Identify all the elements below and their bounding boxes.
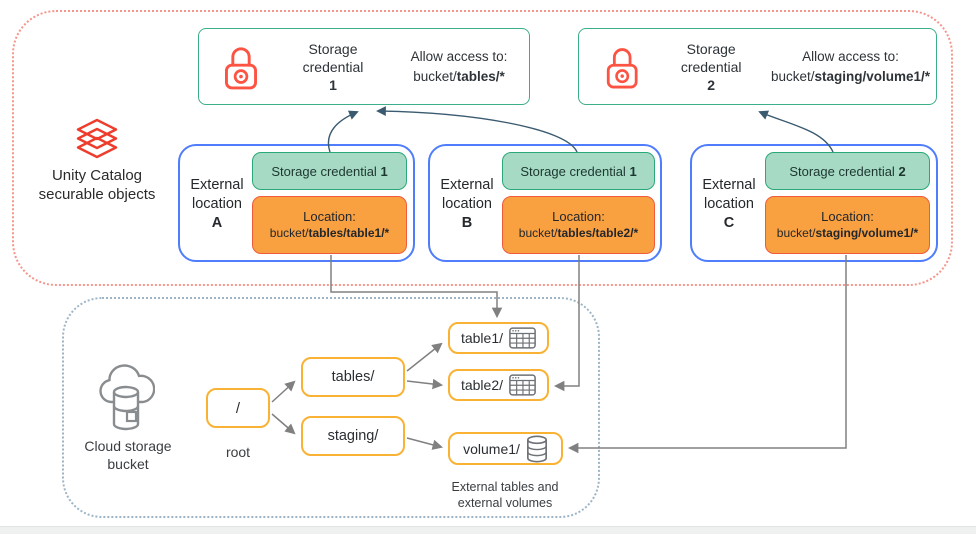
credential-chip-label: Storage credential (789, 163, 895, 179)
unity-catalog-label: Unity Catalog securable objects (17, 166, 177, 204)
caption-line2: external volumes (457, 496, 553, 510)
lock-icon (606, 47, 638, 88)
volume-icon (526, 435, 547, 462)
location-chip-label: Location: (303, 209, 356, 224)
location-chip-path: bucket/tables/table2/* (518, 226, 639, 240)
storage-credential-1-card: Storage credential 1 Allow access to: bu… (198, 28, 530, 105)
credential-number: 1 (329, 76, 337, 93)
credential-title-line2: credential (680, 58, 742, 75)
external-location-b-label: External location B (434, 176, 500, 233)
caption-line1: External tables and (451, 480, 559, 494)
root-node-text: / (235, 399, 241, 417)
credential-chip-label: Storage credential (271, 163, 377, 179)
table2-node: table2/ (448, 369, 549, 401)
volume1-text: volume1/ (463, 440, 520, 457)
tables-folder-node: tables/ (301, 357, 405, 397)
storage-credential-2-card: Storage credential 2 Allow access to: bu… (578, 28, 937, 105)
volume1-node: volume1/ (448, 432, 563, 465)
cloud-storage-label-line2: bucket (107, 456, 149, 472)
location-label-line1: External (190, 177, 244, 193)
table2-text: table2/ (460, 377, 504, 393)
cloud-storage-label: Cloud storage bucket (53, 437, 203, 473)
allow-access-path: bucket/staging/volume1/* (770, 68, 930, 84)
location-label-line1: External (440, 177, 494, 193)
location-chip-b: Location: bucket/tables/table2/* (502, 196, 655, 254)
credential-chip-number: 2 (898, 163, 906, 179)
unity-catalog-icon (73, 117, 121, 163)
storage-credential-title: Storage credential 2 (657, 40, 765, 94)
allow-access-text: Allow access to: bucket/tables/* (389, 47, 529, 87)
table1-text: table1/ (460, 330, 504, 346)
credential-chip-number: 1 (380, 163, 388, 179)
external-objects-caption: External tables and external volumes (420, 479, 590, 511)
credential-chip-label: Storage credential (520, 163, 626, 179)
table-icon (509, 374, 536, 396)
root-node: / (206, 388, 270, 428)
external-location-a-label: External location A (184, 176, 250, 233)
lock-icon (225, 46, 257, 89)
footer-strip (0, 526, 976, 534)
location-label-line2: location (704, 196, 754, 212)
location-label-line2: location (442, 196, 492, 212)
location-label-line1: External (702, 177, 756, 193)
allow-access-label: Allow access to: (410, 48, 508, 64)
credential-number: 2 (707, 76, 716, 93)
location-letter: B (461, 215, 473, 231)
credential-chip-number: 1 (629, 163, 637, 179)
storage-credential-title: Storage credential 1 (277, 40, 389, 94)
table1-node: table1/ (448, 322, 549, 354)
cloud-storage-label-line1: Cloud storage (84, 438, 172, 454)
staging-folder-node: staging/ (301, 416, 405, 456)
location-letter: A (211, 215, 223, 231)
allow-access-label: Allow access to: (802, 48, 899, 64)
storage-credential-chip-c: Storage credential 2 (765, 152, 930, 190)
credential-title-line1: Storage (686, 40, 736, 57)
root-label-text: root (225, 444, 251, 460)
location-chip-c: Location: bucket/staging/volume1/* (765, 196, 930, 254)
location-letter: C (723, 215, 735, 231)
location-chip-a: Location: bucket/tables/table1/* (252, 196, 407, 254)
location-chip-label: Location: (821, 209, 874, 224)
credential-title-line2: credential (302, 58, 364, 75)
tables-folder-text: tables/ (331, 369, 375, 385)
location-chip-label: Location: (552, 209, 605, 224)
unity-catalog-label-line2: securable objects (38, 186, 156, 203)
storage-credential-chip-b: Storage credential 1 (502, 152, 655, 190)
cloud-storage-icon (97, 362, 156, 434)
location-chip-path: bucket/tables/table1/* (269, 226, 390, 240)
allow-access-text: Allow access to: bucket/staging/volume1/… (765, 47, 936, 87)
storage-credential-chip-a: Storage credential 1 (252, 152, 407, 190)
unity-catalog-label-line1: Unity Catalog (51, 167, 143, 184)
allow-access-path: bucket/tables/* (413, 68, 505, 84)
location-label-line2: location (192, 196, 242, 212)
credential-title-line1: Storage (308, 40, 358, 57)
root-label: root (206, 443, 270, 461)
location-chip-path: bucket/staging/volume1/* (776, 226, 919, 240)
staging-folder-text: staging/ (327, 428, 379, 444)
table-icon (509, 327, 536, 349)
external-location-c-label: External location C (696, 176, 762, 233)
